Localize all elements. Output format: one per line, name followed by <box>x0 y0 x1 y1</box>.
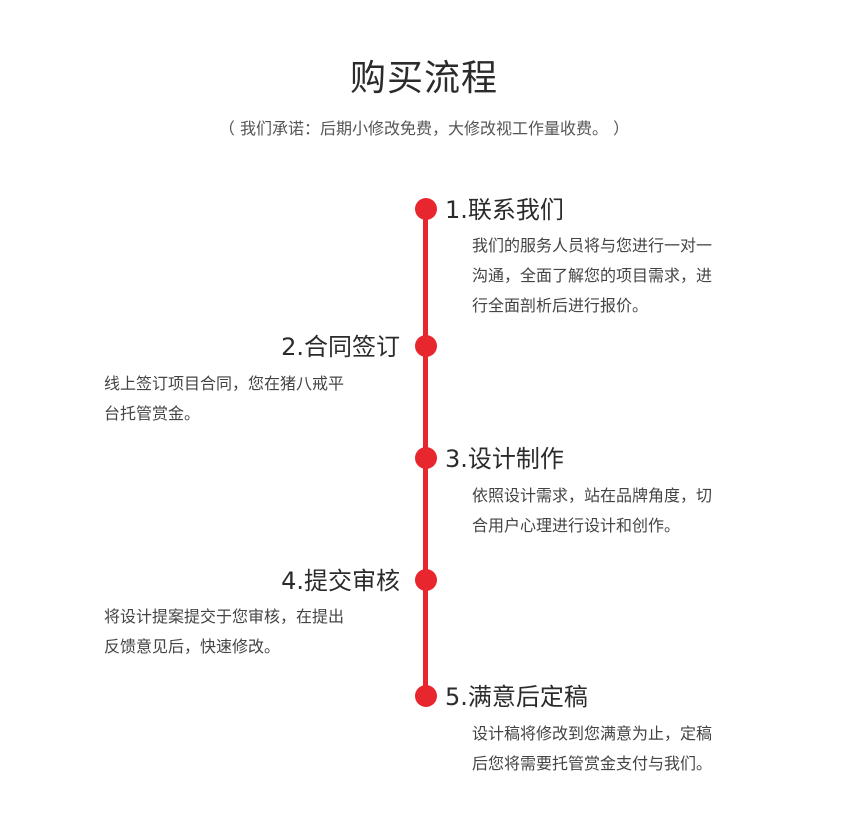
timeline-dot-3 <box>415 447 437 469</box>
step-3-description: 依照设计需求，站在品牌角度，切 合用户心理进行设计和创作。 <box>472 481 772 541</box>
step-2-line-2: 台托管赏金。 <box>104 404 201 423</box>
step-3-title: 3.设计制作 <box>445 445 564 473</box>
step-3-line-1: 依照设计需求，站在品牌角度，切 <box>472 486 713 505</box>
step-2-title: 2.合同签订 <box>281 333 400 361</box>
timeline-dot-1 <box>415 198 437 220</box>
step-1-line-3: 行全面剖析后进行报价。 <box>472 296 649 315</box>
step-4-line-1: 将设计提案提交于您审核，在提出 <box>104 607 345 626</box>
step-5-title: 5.满意后定稿 <box>445 683 588 711</box>
step-1-description: 我们的服务人员将与您进行一对一 沟通，全面了解您的项目需求，进 行全面剖析后进行… <box>472 231 772 321</box>
step-4-title: 4.提交审核 <box>281 567 400 595</box>
timeline-dot-5 <box>415 685 437 707</box>
page-title: 购买流程 <box>349 58 498 99</box>
step-5-line-2: 后您将需要托管赏金支付与我们。 <box>472 754 713 773</box>
page-subtitle: （ 我们承诺：后期小修改免费，大修改视工作量收费。 ） <box>218 119 630 138</box>
step-1-line-2: 沟通，全面了解您的项目需求，进 <box>472 266 713 285</box>
step-2-line-1: 线上签订项目合同，您在猪八戒平 <box>104 374 345 393</box>
step-3-line-2: 合用户心理进行设计和创作。 <box>472 516 681 535</box>
step-4-line-2: 反馈意见后，快速修改。 <box>104 637 281 656</box>
step-2-description: 线上签订项目合同，您在猪八戒平 台托管赏金。 <box>104 369 404 429</box>
step-4-description: 将设计提案提交于您审核，在提出 反馈意见后，快速修改。 <box>104 602 404 662</box>
timeline-dot-4 <box>415 569 437 591</box>
step-1-title: 1.联系我们 <box>445 196 564 224</box>
step-1-line-1: 我们的服务人员将与您进行一对一 <box>472 236 713 255</box>
timeline-dot-2 <box>415 335 437 357</box>
step-5-line-1: 设计稿将修改到您满意为止，定稿 <box>472 724 713 743</box>
step-5-description: 设计稿将修改到您满意为止，定稿 后您将需要托管赏金支付与我们。 <box>472 719 772 779</box>
